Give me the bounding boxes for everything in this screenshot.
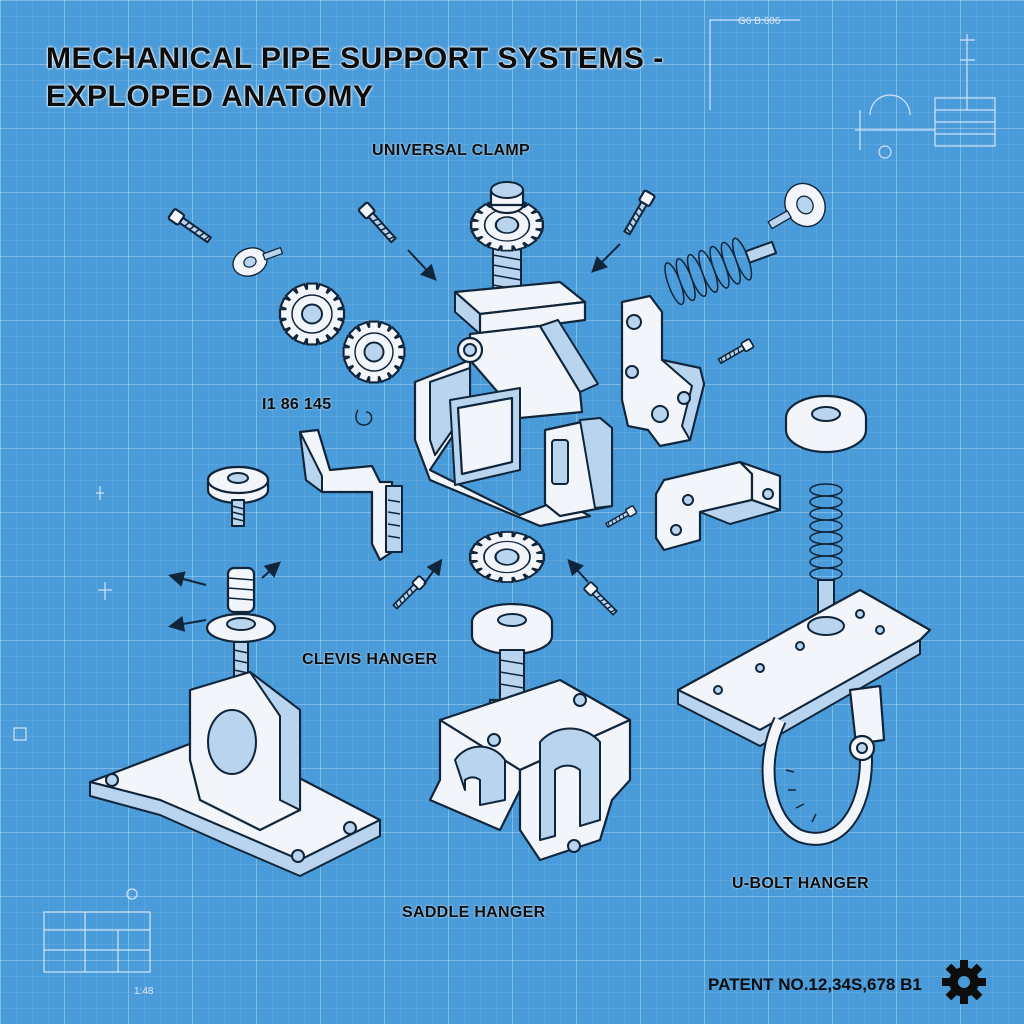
page-title-line-2: EXPLOPED ANATOMY: [46, 80, 374, 113]
washer-stud-part: [206, 465, 270, 528]
cap-screw-part: [620, 188, 657, 238]
assembly-arrow: [168, 571, 207, 587]
clevis-hanger-label: CLEVIS HANGER: [302, 651, 438, 668]
washer-stud-part: [767, 182, 826, 230]
part-code-label: I1 86 145: [262, 396, 332, 413]
cap-screw-part: [582, 580, 620, 618]
clevis-hanger-body: [88, 670, 382, 877]
spur-gear-part: [278, 282, 346, 346]
washer-stud-part: [232, 247, 284, 277]
saddle-hanger-label: SADDLE HANGER: [402, 904, 546, 921]
cap-screw-part: [716, 337, 755, 367]
u-bolt-hanger-label: U-BOLT HANGER: [732, 875, 869, 892]
assembly-arrow: [168, 616, 207, 632]
assembly-arrow: [261, 561, 282, 579]
assembly-arrow: [567, 559, 589, 583]
spur-gear-part: [468, 530, 546, 584]
tolerance-mark: [355, 409, 373, 426]
cap-screw-part: [604, 504, 638, 530]
adjuster-knob-part: [469, 181, 545, 296]
assembly-arrow: [423, 558, 443, 585]
hook-bracket-part: [298, 428, 403, 562]
universal-clamp-body: [413, 280, 614, 528]
page-title: MECHANICAL PIPE SUPPORT SYSTEMS - EXPLOP…: [46, 40, 664, 116]
scale-mark: 1:48: [134, 986, 154, 997]
spur-gear-part: [342, 320, 406, 384]
u-bolt-hanger-body: [676, 394, 932, 846]
cap-screw-part: [357, 200, 399, 246]
universal-clamp-label: UNIVERSAL CLAMP: [372, 142, 530, 159]
cap-screw-part: [390, 574, 428, 612]
patent-number: PATENT NO.12,34S,678 B1: [708, 975, 922, 994]
cap-screw-part: [166, 207, 214, 246]
compression-spring-part: [664, 237, 778, 306]
sheet-code: G6 B:606: [738, 16, 781, 27]
assembly-arrow: [407, 249, 437, 281]
gear-icon: [942, 960, 986, 1004]
mounting-plate-part: [620, 294, 706, 448]
assembly-arrow: [591, 243, 621, 273]
title-block-decoration: [13, 19, 996, 973]
threaded-stud-part: [205, 566, 277, 693]
angle-bracket-part: [654, 460, 782, 552]
saddle-hanger-body: [428, 602, 632, 862]
page-title-line-1: MECHANICAL PIPE SUPPORT SYSTEMS -: [46, 42, 664, 75]
